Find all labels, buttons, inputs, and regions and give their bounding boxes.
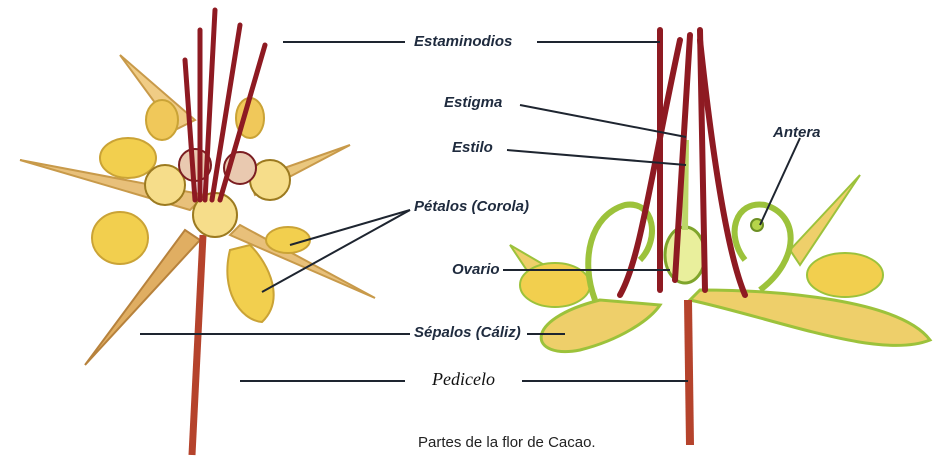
label-petalos: Pétalos (Corola) [414,198,529,215]
ovary-shape [665,227,705,283]
right-pedicel [688,300,690,445]
left-flower [20,10,375,455]
label-sepalos: Sépalos (Cáliz) [414,324,521,341]
label-ovario: Ovario [452,261,500,278]
label-estigma: Estigma [444,94,502,111]
label-pedicelo: Pedicelo [432,369,495,390]
right-flower [510,30,930,445]
leader-petalos-1 [290,210,410,245]
label-estilo: Estilo [452,139,493,156]
label-antera: Antera [773,124,821,141]
left-pedicel [192,235,203,455]
label-estaminodios: Estaminodios [414,33,512,50]
figure-caption: Partes de la flor de Cacao. [418,434,596,451]
